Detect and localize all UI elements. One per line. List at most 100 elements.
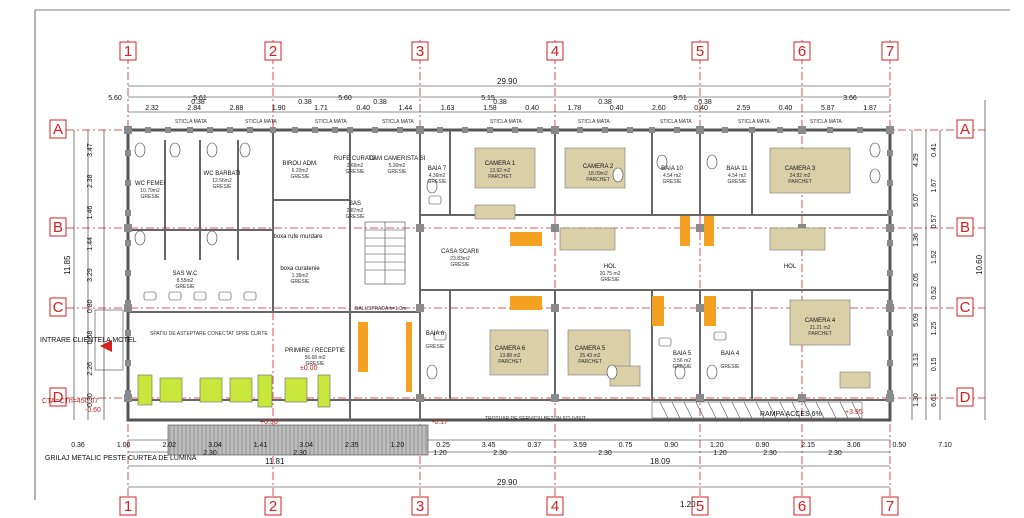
pillar-right <box>887 390 893 396</box>
dim-top-small: 0.40 <box>694 105 708 112</box>
axis-label-bottom-6: 6 <box>798 498 806 515</box>
pillar-left <box>125 210 131 216</box>
axis-label-top-4: 4 <box>551 43 559 60</box>
dim-bottom-chain2: 1.20 <box>433 450 447 457</box>
pillar-grid <box>551 304 559 312</box>
room-floor: GRESIE <box>601 277 621 283</box>
pillar-top <box>437 127 443 133</box>
room-area: 21.21 m2 <box>810 325 831 331</box>
ramp-hatch-line <box>851 401 861 419</box>
axis-label-top-7: 7 <box>886 43 894 60</box>
toilet-fixture <box>134 142 146 158</box>
room-name: CAMERA 3 <box>785 166 816 172</box>
axis-label-left-A-box <box>49 119 67 139</box>
pillar-top <box>227 127 233 133</box>
grid-note: GRILAJ METALIC PESTE CURTEA DE LUMINA <box>45 455 197 462</box>
pillar-grid <box>696 394 704 402</box>
dim-right-chain: 5.07 <box>913 193 920 207</box>
axis-label-left-B: B <box>53 219 63 236</box>
overall-top-dim: 29.90 <box>497 77 518 86</box>
sink-fixture <box>218 291 232 301</box>
room-area: 10.79m2 <box>140 188 160 194</box>
lobby-note: SPATIU DE ASTEPTARE CONECTAT SPRE CURTE <box>150 331 268 337</box>
pillar-grid <box>886 224 894 232</box>
pillar-top <box>372 127 378 133</box>
lobby-seating <box>137 374 331 408</box>
dim-bottom-chain: 3.45 <box>482 442 496 449</box>
dim-right-small: 0.41 <box>931 143 938 157</box>
pillar-top <box>397 127 403 133</box>
room-name: WC FEMEI <box>135 181 165 187</box>
room-area: 5.30m2 <box>389 163 406 169</box>
ramp-hatch-line <box>707 401 717 419</box>
toilet-fixture <box>206 230 218 246</box>
dim-top-chain: 5.60 <box>338 95 352 102</box>
pillar-left <box>125 390 131 396</box>
room-floor: GRESIE <box>346 169 366 175</box>
cta-level: -0.60 <box>85 407 101 414</box>
toilet-fixture <box>606 364 618 380</box>
sticla-mata-1: STICLA MATA <box>175 119 207 125</box>
room-floor: PARCHET <box>808 331 832 337</box>
dim-left-chain: 0.58 <box>87 331 94 345</box>
pillar-grid <box>416 224 424 232</box>
dim-bottom-chain: 3.04 <box>299 442 313 449</box>
bottom-left-dim: 11.81 <box>265 457 285 466</box>
dim-bottom-chain: 1.20 <box>391 442 405 449</box>
pillar-top <box>722 127 728 133</box>
axis-label-right-B-box <box>956 217 974 237</box>
pillar-top <box>270 127 276 133</box>
room-label-group: HOL <box>784 264 797 270</box>
dim-left-chain: 1.44 <box>87 237 94 251</box>
sink-fixture <box>143 291 157 301</box>
ramp-hatch-line <box>659 401 669 419</box>
dim-bottom-chain: 2.15 <box>801 442 815 449</box>
axis-label-right-D-box <box>956 387 974 407</box>
dim-right-small: 6.61 <box>931 393 938 407</box>
room-floor: GRESIE <box>721 364 741 370</box>
sticla-mata-7: STICLA MATA <box>660 119 692 125</box>
room-area: 20.75 m2 <box>600 271 621 277</box>
dim-top-small: 1.87 <box>863 105 877 112</box>
dim-bottom-chain2: 1.20 <box>713 450 727 457</box>
pillar-grid <box>551 126 559 134</box>
dim-right-small: 1.52 <box>931 250 938 264</box>
dim-right-small: 1.25 <box>931 322 938 336</box>
dim-top-small: 1.58 <box>483 105 497 112</box>
sticla-mata-5: STICLA MATA <box>490 119 522 125</box>
axis-label-top-7-box <box>881 41 899 61</box>
toilet-fixture <box>674 364 686 380</box>
room-name: BAIA 5 <box>673 351 692 357</box>
pillar-top <box>512 127 518 133</box>
ramp-hatch-line <box>719 401 729 419</box>
pillar-grid <box>416 394 424 402</box>
dim-top-small: 0.40 <box>525 105 539 112</box>
dim-top-small: 1.71 <box>314 105 328 112</box>
pillar-grid <box>886 126 894 134</box>
dim-top-chain: 9.51 <box>673 95 687 102</box>
room-floor: GRESIE <box>291 174 311 180</box>
pillar-top <box>749 127 755 133</box>
room-floor: GRESIE <box>426 344 446 350</box>
room-name: boxa rufe murdare <box>273 234 323 240</box>
dim-bottom-chain: 3.59 <box>573 442 587 449</box>
room-floor: GRESIE <box>213 184 233 190</box>
pillar-grid <box>124 304 132 312</box>
dim-top-small: 5.87 <box>821 105 835 112</box>
dim-bottom-chain: 0.37 <box>528 442 542 449</box>
room-name: CAMERA 6 <box>495 346 526 352</box>
axis-label-right-C: C <box>960 299 971 316</box>
sink-fixture <box>713 331 727 341</box>
